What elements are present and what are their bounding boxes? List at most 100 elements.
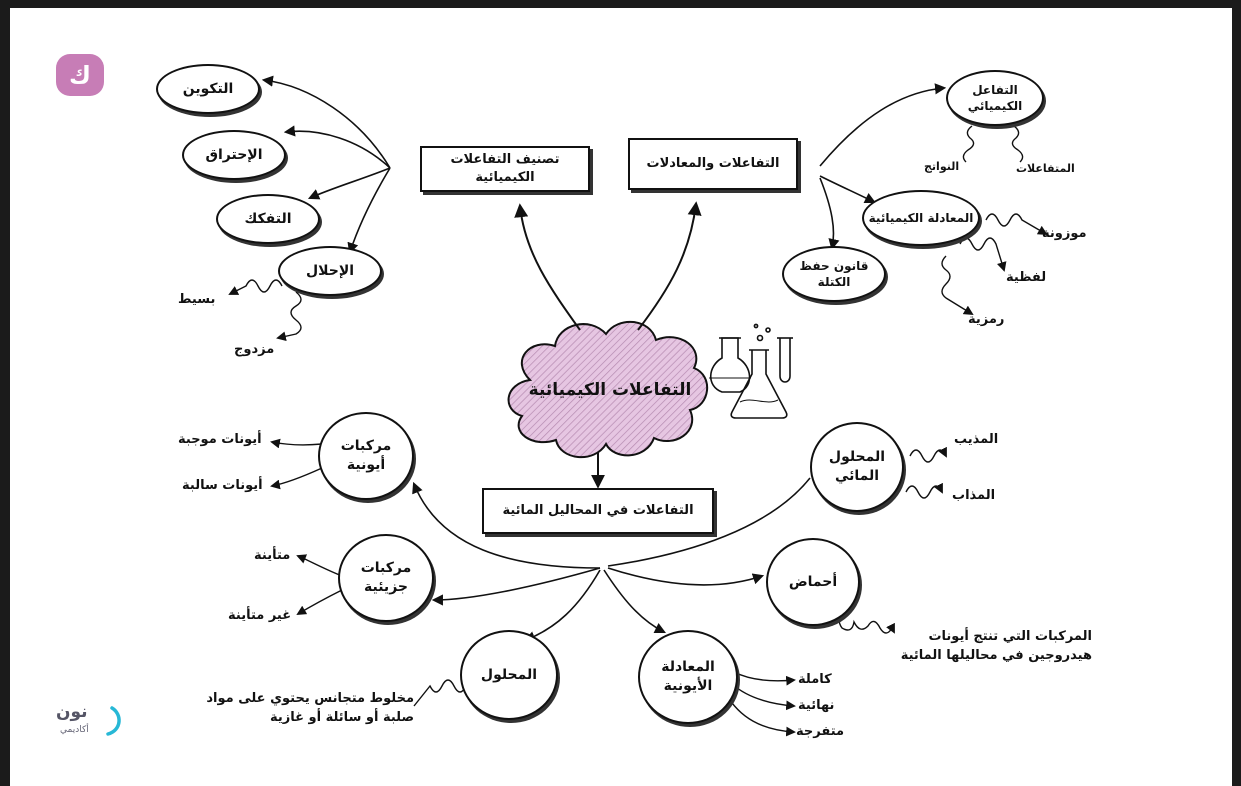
coil-to-single (228, 279, 283, 295)
symbolic-equation-label: رمزية (968, 312, 1005, 327)
ionic-compounds-node: مركبات أيونية (318, 412, 414, 500)
replacement-node: الإحلال (278, 246, 382, 296)
decomposition-label: التفكك (244, 210, 292, 227)
spectator-ions-label: متفرجة (796, 724, 845, 739)
reactants-label: المتفاعلات (1016, 162, 1075, 175)
net-equation-label: نهائية (798, 698, 835, 713)
aqueous-solution-line1: المحلول (828, 449, 886, 466)
mind-map-page: ك نون أكاديمي التفاعلات الكيميائية تصنيف… (10, 8, 1232, 786)
coil-to-solvent (909, 446, 947, 463)
conservation-law-line1: قانون حفظ (799, 258, 869, 273)
conservation-law-node: قانون حفظ الكتلة (782, 246, 886, 302)
brand-name: نون (56, 702, 88, 722)
classification-label: تصنيف التفاعلات الكيميائية (450, 152, 560, 185)
chemical-equation-node: المعادلة الكيميائية (862, 190, 980, 246)
acids-definition-line1: المركبات التي تنتج أيونات (928, 629, 1092, 644)
edge-to-complete (733, 671, 796, 686)
acids-definition: المركبات التي تنتج أيونات هيدروجين في مح… (882, 628, 1092, 666)
formation-label: التكوين (182, 80, 234, 97)
solution-definition-line1: مخلوط متجانس يحتوي على مواد (206, 691, 414, 706)
test-tube-icon (777, 337, 793, 383)
aqueous-label: التفاعلات في المحاليل المائية (502, 503, 694, 519)
edge-to-negative-ions (270, 467, 323, 490)
double-replacement-label: مزدوج (234, 342, 275, 357)
edge-center-to-reactions (637, 201, 702, 331)
acids-definition-line2: هيدروجين في محاليلها المائية (900, 647, 1092, 663)
k-badge-logo: ك (56, 54, 104, 96)
ionic-equation-line2: الأيونية (663, 678, 713, 694)
negative-ions-label: أيونات سالبة (182, 478, 263, 493)
ionic-compounds-line2: أيونية (346, 457, 386, 473)
aqueous-box: التفاعلات في المحاليل المائية (482, 488, 714, 534)
decomposition-node: التفكك (216, 194, 320, 244)
edge-center-to-classification (514, 203, 581, 331)
word-equation-label: لفظية (1006, 270, 1047, 285)
solution-node: المحلول (460, 630, 558, 720)
solute-label: المذاب (952, 488, 996, 503)
solvent-label: المذيب (954, 432, 999, 447)
complete-equation-label: كاملة (798, 672, 832, 687)
formation-node: التكوين (156, 64, 260, 114)
conical-flask-icon (730, 323, 788, 419)
positive-ions-label: أيونات موجبة (178, 432, 262, 447)
coil-to-balanced (985, 213, 1048, 235)
molecular-compounds-line1: مركبات (360, 560, 412, 577)
chemical-reaction-label: التفاعل الكيميائي (967, 82, 1023, 113)
noon-logo-icon (106, 706, 121, 736)
edge-to-acids (607, 567, 765, 586)
coil-to-solution-def (413, 679, 467, 707)
single-replacement-label: بسيط (178, 292, 216, 307)
reactions-equations-label: التفاعلات والمعادلات (646, 156, 780, 172)
coil-to-symbolic (941, 255, 974, 316)
ionized-label: متأينة (254, 548, 291, 563)
aqueous-solution-line2: المائي (834, 468, 880, 484)
solution-definition: مخلوط متجانس يحتوي على مواد صلبة أو سائل… (204, 690, 414, 728)
edge-to-positive-ions (270, 438, 323, 449)
edge-to-molecular (431, 567, 601, 606)
classification-box: تصنيف التفاعلات الكيميائية (420, 146, 590, 192)
edge-to-aqueous-solution (607, 477, 811, 567)
chemical-equation-label: المعادلة الكيميائية (868, 210, 974, 225)
coil-to-double (276, 291, 302, 342)
acids-node: أحماض (766, 538, 860, 626)
ionic-equation-line1: المعادلة (661, 659, 715, 676)
replacement-label: الإحلال (305, 262, 355, 279)
flask-icon (709, 337, 751, 393)
edge-to-non-ionized (296, 589, 343, 616)
ionic-equation-node: المعادلة الأيونية (638, 630, 738, 724)
reactions-equations-box: التفاعلات والمعادلات (628, 138, 798, 190)
edge-to-solution (523, 569, 601, 642)
brand-subtitle: أكاديمي (60, 725, 89, 735)
molecular-compounds-node: مركبات جزيئية (338, 534, 434, 622)
edge-to-formation (261, 75, 391, 169)
edge-to-chemical-equation (819, 175, 877, 204)
coil-to-products (962, 125, 975, 163)
edge-to-ionic-equation (603, 569, 667, 634)
edge-to-net (731, 683, 796, 711)
edge-to-ionic-compounds (412, 481, 601, 569)
edge-to-combustion (283, 125, 391, 169)
combustion-label: الإحتراق (205, 146, 263, 163)
edge-to-replacement (347, 167, 391, 255)
aqueous-solution-node: المحلول المائي (810, 422, 904, 512)
coil-to-solute (905, 482, 943, 499)
edge-to-decomposition (307, 167, 391, 200)
combustion-node: الإحتراق (182, 130, 286, 180)
coil-to-acids-def (838, 607, 895, 634)
connector-layer (106, 75, 1048, 737)
center-cloud (507, 320, 709, 459)
coil-to-reactants (1011, 125, 1024, 163)
edge-to-ionized (296, 554, 343, 577)
chemical-reaction-node: التفاعل الكيميائي (946, 70, 1044, 126)
acids-label: أحماض (788, 573, 838, 590)
conservation-law-line2: الكتلة (817, 275, 851, 289)
non-ionized-label: غير متأينة (228, 608, 292, 623)
edge-to-chemical-reaction (819, 83, 947, 167)
ionic-compounds-line1: مركبات (340, 438, 392, 455)
edge-to-conservation (819, 177, 840, 251)
molecular-compounds-line2: جزيئية (364, 579, 408, 595)
solution-definition-line2: صلبة أو سائلة أو غازية (270, 709, 414, 725)
center-title: التفاعلات الكيميائية (528, 380, 692, 400)
coil-to-word (959, 237, 1007, 272)
solution-label: المحلول (480, 666, 538, 683)
